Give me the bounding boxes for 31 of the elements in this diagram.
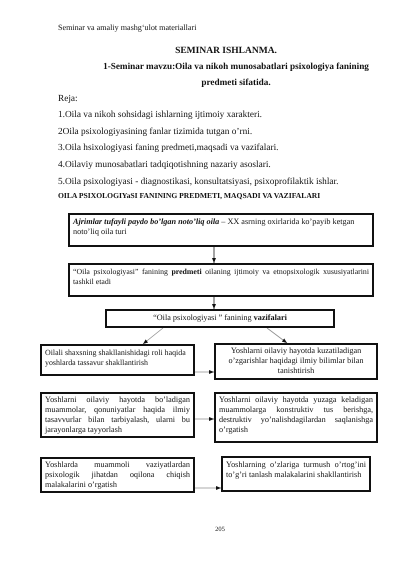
arrow bbox=[194, 370, 214, 374]
flow-box bbox=[40, 344, 195, 376]
plan-heading: Reja: bbox=[58, 93, 79, 105]
box-text: “Oila psixologiyasi ” fanining vazifalari bbox=[152, 313, 288, 323]
plan-item: 4.Oilaviy munosabatlari tadqiqotishning nazariy asoslari. bbox=[58, 159, 272, 171]
page-title: SEMINAR ISHLANMA. bbox=[174, 45, 278, 57]
arrow bbox=[194, 486, 222, 490]
arrow bbox=[212, 296, 216, 310]
arrow bbox=[194, 417, 214, 421]
box-text: Ajrimlar tufayli paydo bo’lgan noto’liq oila – XX asrning oxirlarida ko’payib ketgan noto’liq oila turi bbox=[73, 217, 356, 237]
flow-box bbox=[214, 343, 378, 380]
arrow bbox=[212, 246, 216, 264]
box-text: Yoshlarni oilaviy hayotda kuzatiladigan o’zgarishlar haqidagi ilmiy bilimlar bilan tanishtirish bbox=[227, 346, 365, 376]
plan-item: 1.Oila va nikoh sohsidagi ishlarning ijtimoiy xarakteri. bbox=[58, 109, 263, 121]
flow-box bbox=[68, 263, 374, 297]
running-header: Seminar va amaliy mashg‘ulot materiallari bbox=[58, 23, 198, 33]
plan-item: 2Oila psixologiyasining fanlar tizimida tutgan o’rni. bbox=[58, 126, 254, 138]
flow-box bbox=[221, 456, 371, 492]
arrow bbox=[142, 328, 164, 344]
flow-box bbox=[105, 309, 335, 328]
arrow bbox=[266, 328, 288, 344]
topic-heading: 1-Seminar mavzu:Oila va nikoh munosabatlari psixologiya fanining predmeti sifatida. bbox=[102, 60, 370, 89]
plan-item: 3.Oila hsixologiyasi faning predmeti,maqsadi va vazifalari. bbox=[58, 142, 280, 154]
flow-box bbox=[68, 213, 374, 247]
flow-box bbox=[214, 392, 378, 443]
plan-item: 5.Oila psixologiyasi - diagnostikasi, konsultatsiyasi, psixoprofilaktik ishlar. bbox=[58, 176, 340, 188]
box-text: Yoshlarning o’zlariga turmush o’rtog’ini to’g’ri tanlash malakalarini shakllantirish bbox=[226, 460, 366, 480]
box-text: Yoshlarni oilaviy hayotda yuzaga keladigan muammolarga konstruktiv tus berishga, destruktiv yo’nalishdagilardan saqlanishga o’rgatish bbox=[219, 395, 373, 435]
box-text: Yoshlarda muammoli vaziyatlardan psixologik jihatdan oqilona chiqish malakalarini o’rgatish bbox=[45, 460, 190, 490]
box-text: Yoshlarni oilaviy hayotda bo’ladigan muammolar, qonuniyatlar haqida ilmiy tasavvurlar bilan tarbiyalash, ularni bu jarayonlarga tayyorlash bbox=[45, 395, 190, 435]
flow-box bbox=[40, 457, 195, 493]
